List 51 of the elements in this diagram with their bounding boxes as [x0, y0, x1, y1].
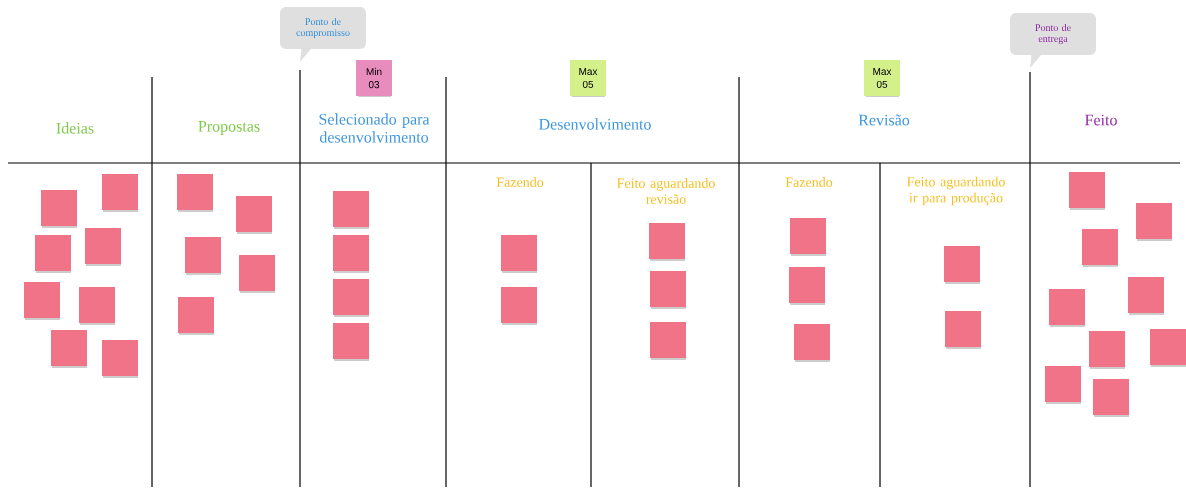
sticky-note [177, 174, 213, 212]
column-heading: Ideias [56, 122, 94, 134]
sticky-note [1082, 229, 1118, 267]
sticky-note [501, 235, 537, 273]
sticky-note [1045, 366, 1081, 404]
sticky-note: Max 05 [864, 60, 900, 97]
sticky-note [1089, 331, 1125, 369]
column-heading: Desenvolvimento [539, 118, 651, 130]
sticky-note [41, 190, 77, 228]
speech-bubble: Ponto de compromisso [280, 7, 366, 62]
sticky-note [650, 271, 686, 309]
sticky-note [790, 218, 826, 256]
column-heading: Feito [1085, 114, 1117, 126]
speech-bubble: Ponto de entrega [1010, 13, 1096, 68]
sticky-note [79, 287, 115, 325]
column-heading: Fazendo [496, 177, 544, 187]
sticky-note [650, 322, 686, 360]
sticky-note [945, 311, 981, 349]
sticky-note [185, 237, 221, 275]
sticky-note [1136, 203, 1172, 241]
sticky-note [51, 330, 87, 368]
sticky-note [178, 297, 214, 335]
column-heading: Propostas [198, 121, 260, 135]
sticky-note [1150, 329, 1186, 367]
sticky-note [24, 282, 60, 320]
column-heading: Feito aguardando ir para produção [907, 176, 1005, 206]
sticky-note [1128, 277, 1164, 315]
sticky-note [944, 246, 980, 284]
sticky-note: Min 03 [356, 60, 392, 97]
sticky-note [1093, 379, 1129, 417]
sticky-note [789, 267, 825, 305]
sticky-note: Max 05 [570, 60, 606, 97]
sticky-note [333, 323, 369, 361]
sticky-note [1069, 172, 1105, 210]
sticky-note [1049, 289, 1085, 327]
sticky-note [236, 196, 272, 234]
column-heading: Fazendo [785, 177, 833, 187]
sticky-note [794, 324, 830, 362]
sticky-note [649, 223, 685, 261]
sticky-note [35, 235, 71, 273]
sticky-note [333, 235, 369, 273]
sticky-note [333, 279, 369, 317]
sticky-note [501, 287, 537, 325]
column-heading: Revisão [858, 114, 910, 126]
sticky-note [102, 174, 138, 212]
column-heading: Selecionado para desenvolvimento [319, 113, 430, 143]
sticky-note [102, 340, 138, 378]
sticky-note [333, 191, 369, 229]
column-heading: Feito aguardando revisão [617, 178, 715, 204]
sticky-note [239, 255, 275, 293]
sticky-note [85, 228, 121, 266]
